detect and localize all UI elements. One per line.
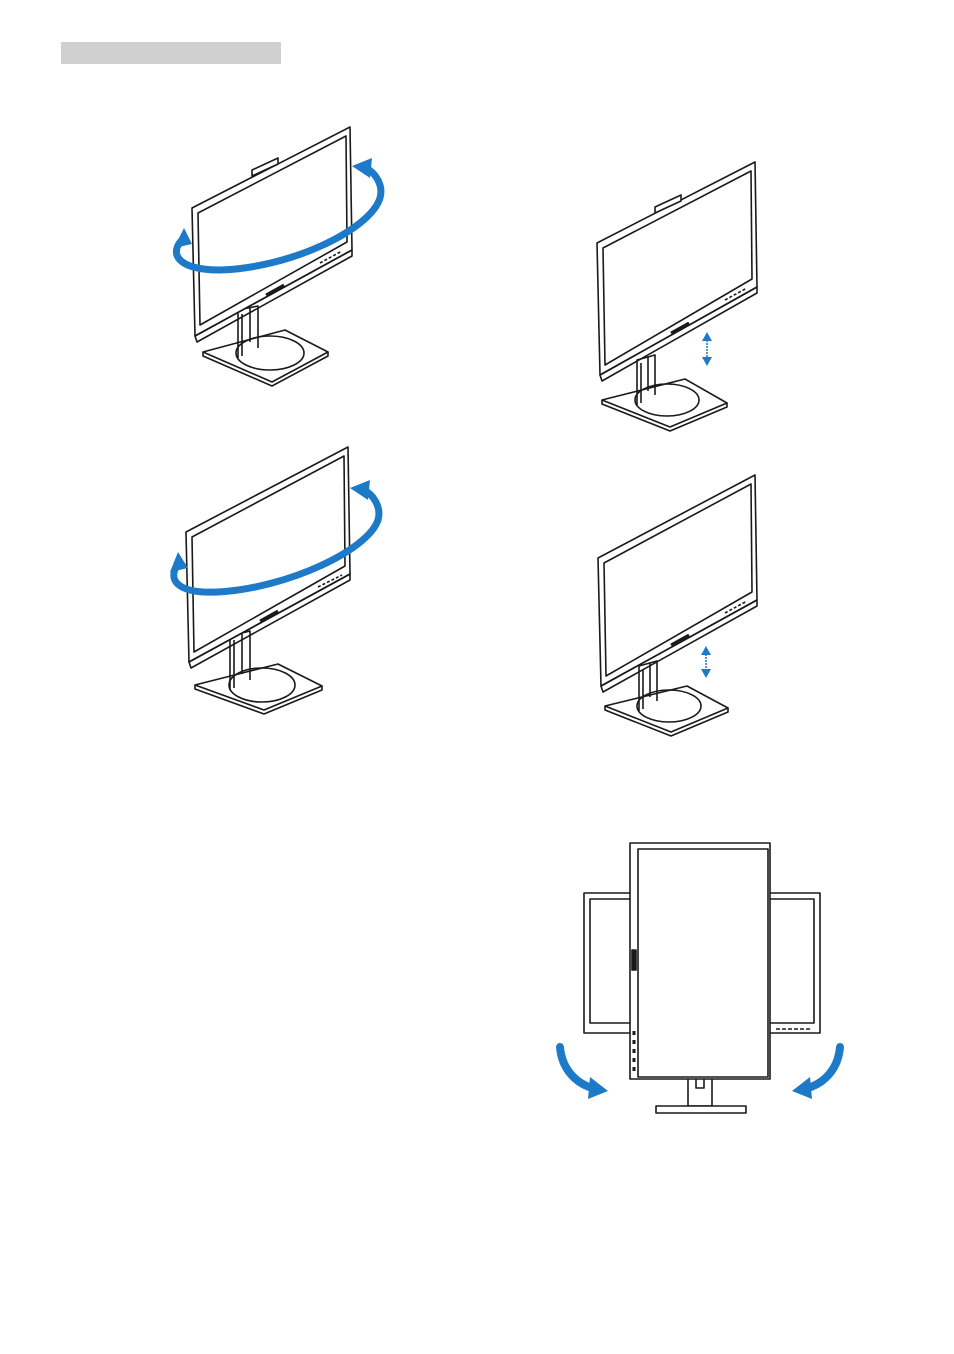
swivel-illustration-1 <box>160 120 400 390</box>
monitor-drawing <box>598 475 757 736</box>
monitor-drawing <box>186 447 350 714</box>
monitor-drawing <box>192 127 352 386</box>
pivot-illustration <box>540 835 860 1125</box>
height-illustration-1 <box>585 155 775 435</box>
height-arrow-icon <box>701 646 711 678</box>
height-arrow-icon <box>702 332 712 366</box>
pivot-left-arrow-icon <box>560 1047 608 1099</box>
monitor-drawing <box>584 843 820 1113</box>
swivel-illustration-2 <box>160 440 400 720</box>
height-illustration-2 <box>585 468 775 743</box>
monitor-drawing <box>597 162 757 431</box>
section-header-bar <box>61 42 281 64</box>
pivot-right-arrow-icon <box>792 1047 840 1099</box>
